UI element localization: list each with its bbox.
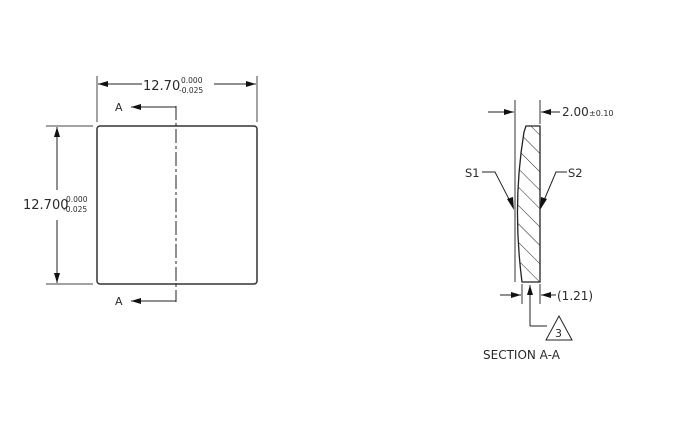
surface-label-s2: S2 — [568, 166, 583, 180]
height-dimension: 12.700 0.000 -0.025 — [23, 195, 88, 214]
section-view: 2.00 ±0.10 S1 S2 (1.21) 3 SECTION A-A — [465, 100, 614, 362]
note-flag-triangle — [545, 314, 573, 341]
height-nominal: 12.700 — [23, 198, 69, 213]
height-lower-tol: -0.025 — [63, 205, 87, 214]
width-nominal: 12.70 — [143, 79, 180, 94]
s1-arrowhead — [507, 197, 514, 210]
width-upper-tol: 0.000 — [181, 76, 203, 85]
part-outline — [96, 125, 258, 285]
s2-arrowhead — [540, 197, 547, 210]
thickness-dimension: 2.00 ±0.10 — [562, 105, 614, 119]
section-profile — [516, 125, 541, 283]
width-lower-tol: -0.025 — [179, 86, 203, 95]
section-label-bottom: A — [115, 295, 123, 308]
section-title: SECTION A-A — [483, 348, 561, 362]
edge-dimension: (1.21) — [557, 289, 593, 303]
note-flag-number: 3 — [555, 327, 562, 340]
width-dimension: 12.70 0.000 -0.025 — [143, 76, 203, 95]
surface-label-s1: S1 — [465, 166, 480, 180]
s1-leader — [482, 171, 513, 206]
height-upper-tol: 0.000 — [66, 195, 88, 204]
section-label-top: A — [115, 101, 123, 114]
front-view: 12.70 0.000 -0.025 12.700 0.000 -0.025 A… — [23, 76, 258, 308]
thickness-nominal: 2.00 — [562, 105, 589, 119]
s2-leader — [541, 171, 567, 206]
thickness-tolerance: ±0.10 — [589, 109, 614, 118]
